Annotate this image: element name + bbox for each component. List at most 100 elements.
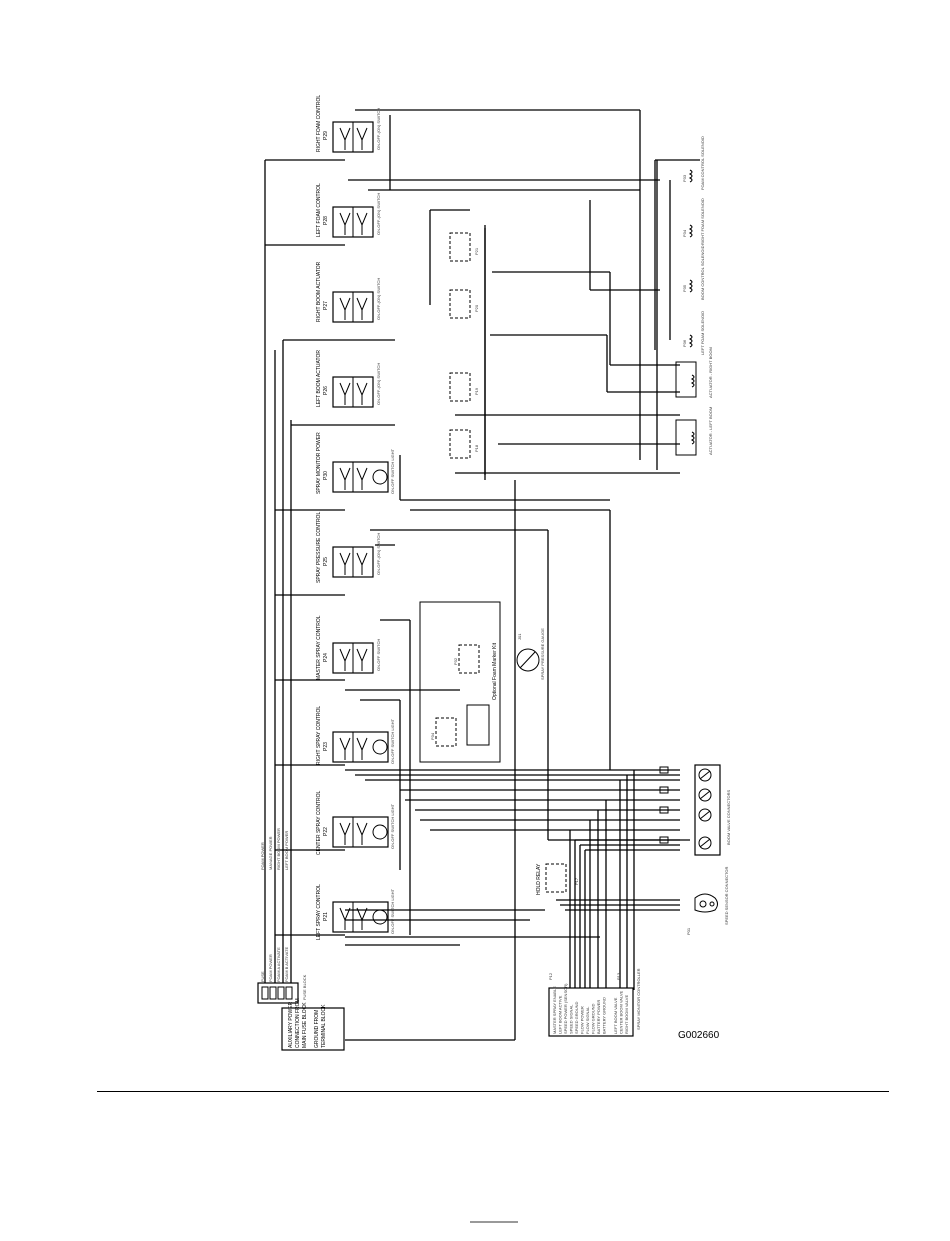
label-p28: LEFT FOAM CONTROL xyxy=(316,183,322,237)
ref-p28: P28 xyxy=(323,216,329,225)
ref-p29: P29 xyxy=(323,131,329,140)
switch-p24 xyxy=(332,642,374,674)
label-p25: SPRAY PRESSURE CONTROL xyxy=(316,512,322,583)
terminal-block xyxy=(659,764,721,913)
part-p26: ON-OFF-(ON) SWITCH xyxy=(376,363,381,405)
label-p24: MASTER SPRAY CONTROL xyxy=(316,615,322,680)
sol-p33: P33 xyxy=(682,174,687,182)
gauge-label: SPRAY PRESSURE GAUGE xyxy=(540,628,545,680)
ref-p26: P26 xyxy=(323,386,329,395)
switch-p29 xyxy=(332,121,374,153)
relay-p17: P17 xyxy=(574,877,579,885)
label-p29: RIGHT FOAM CONTROL xyxy=(316,95,322,152)
tb-left-2: FOAM A ACTIVATE xyxy=(276,947,281,982)
sol-p35-label: BOOM CONTROL SOLENOID xyxy=(700,245,705,300)
bundle-wires xyxy=(345,769,680,990)
bus-lines xyxy=(264,159,395,985)
tb-left-1: FOAM POWER xyxy=(268,954,273,982)
aux-line-2: CONNECTION FROM xyxy=(295,998,301,1048)
label-p22: CENTER SPRAY CONTROL xyxy=(316,791,322,855)
solenoids xyxy=(656,160,697,470)
terminal-label: BOOM VALVE CONNECTORS xyxy=(726,790,731,845)
ref-p27: P27 xyxy=(323,301,329,310)
middle-wires xyxy=(345,455,690,1041)
aux-line-1: AUXILIARY POWER xyxy=(288,1001,294,1048)
connector-pin-b: CENTER BOOM VALVE xyxy=(619,990,624,1034)
switch-p25 xyxy=(332,546,374,578)
relay-p34: P34 xyxy=(430,732,435,740)
page-rule xyxy=(97,1091,889,1092)
connector-pin-b: RIGHT BOOM VALVE xyxy=(624,995,629,1034)
part-p30: ON-OFF SWITCH LIGHT xyxy=(390,448,395,494)
ref-p25: P25 xyxy=(323,557,329,566)
label-p27: RIGHT BOOM ACTUATOR xyxy=(316,261,322,322)
ref-p24: P24 xyxy=(323,653,329,662)
label-p21: LEFT SPRAY CONTROL xyxy=(316,884,322,940)
sol-p15-label: ACTUATOR - RIGHT BOOM xyxy=(708,347,713,398)
switch-p28 xyxy=(332,206,374,238)
sol-p36-label: LEFT FOAM SOLENOID xyxy=(700,311,705,355)
ref-p30: P30 xyxy=(323,471,329,480)
component-labels: RIGHT FOAM CONTROL LEFT FOAM CONTROL RIG… xyxy=(260,95,731,1048)
part-p29: ON-OFF-(ON) SWITCH xyxy=(376,108,381,150)
switch-p26 xyxy=(332,376,374,408)
conn-label: SPRAY MONITOR CONTROLLER xyxy=(636,968,641,1030)
label-p26: LEFT BOOM ACTUATOR xyxy=(316,350,322,407)
switch-p30 xyxy=(332,461,389,493)
part-p25: ON-OFF-(ON) SWITCH xyxy=(376,533,381,575)
top-wires xyxy=(348,109,700,480)
switch-p27 xyxy=(332,291,374,323)
hold-relay-label: HOLD RELAY xyxy=(536,863,542,895)
bus-label-0: FOAM POWER xyxy=(260,842,265,870)
conn-ref-b: P13 xyxy=(616,972,621,980)
conn-ref-a: P12 xyxy=(548,972,553,980)
relays xyxy=(435,228,680,893)
foam-kit-label: Optional Foam Marker Kit xyxy=(492,642,498,700)
bus-label-1: MANAGE POWER xyxy=(268,836,273,870)
part-p22: ON-OFF SWITCH LIGHT xyxy=(390,803,395,849)
part-p23: ON-OFF SWITCH LIGHT xyxy=(390,718,395,764)
connector-pin-b: LEFT BOOM VALVE xyxy=(613,997,618,1034)
sol-p34: P34 xyxy=(682,229,687,237)
controller-connector xyxy=(548,987,634,1037)
connector-pin-a: FLOW SIGNAL xyxy=(585,1006,590,1034)
aux-line-3: MAIN FUSE BLOCK xyxy=(302,1002,308,1048)
fuse-block-label: FUSE BLOCK xyxy=(302,974,307,1000)
bus-label-2: RIGHT BOOM POWER xyxy=(276,828,281,870)
switch-blocks xyxy=(332,121,389,933)
connector-pin-a: SPEED POWER (SENSOR) xyxy=(563,983,568,1034)
tb-left-0: FUSE xyxy=(260,971,265,982)
sol-p35: P35 xyxy=(682,284,687,292)
switch-p22 xyxy=(332,816,389,848)
ref-p23: P23 xyxy=(323,742,329,751)
connector-pin-a: FLOW POWER xyxy=(580,1006,585,1034)
sol-p36: P36 xyxy=(682,339,687,347)
label-p30: SPRAY MONITOR POWER xyxy=(316,432,322,494)
part-p28: ON-OFF-(ON) SWITCH xyxy=(376,193,381,235)
fuse-block xyxy=(257,982,345,1051)
connector-pin-a: FLOW GROUND xyxy=(591,1003,596,1034)
sensor-label: SPEED SENSOR CONNECTOR xyxy=(724,867,729,925)
sol-p16-label: ACTUATOR - LEFT BOOM xyxy=(708,407,713,455)
relay-p19: P19 xyxy=(474,387,479,395)
bus-label-3: LEFT BOOM POWER xyxy=(284,831,289,870)
part-p27: ON-OFF-(ON) SWITCH xyxy=(376,278,381,320)
connector-pin-a: BATTERY POWER xyxy=(596,1000,601,1034)
sol-p33-label: FOAM CONTROL SOLENOID xyxy=(700,136,705,190)
ground-line-1: GROUND FROM xyxy=(314,1010,320,1048)
relay-p32: P32 xyxy=(453,657,458,665)
relay-p21: P21 xyxy=(474,247,479,255)
ref-p21: P21 xyxy=(323,912,329,921)
relay-p20: P20 xyxy=(474,304,479,312)
connector-pin-a: SPEED SIGNAL xyxy=(569,1004,574,1034)
sensor-ref: P01 xyxy=(686,927,691,935)
ground-line-2: TERMINAL BLOCK xyxy=(321,1004,327,1048)
part-p24: ON-OFF SWITCH xyxy=(376,639,381,671)
connector-pin-a: LEFT BOOM ACTIVE xyxy=(558,995,563,1034)
gauge-ref: J01 xyxy=(517,633,522,640)
tb-left-3: FOAM B ACTIVATE xyxy=(284,946,289,982)
page-number-bar xyxy=(470,1221,518,1223)
label-p23: RIGHT SPRAY CONTROL xyxy=(316,706,322,765)
